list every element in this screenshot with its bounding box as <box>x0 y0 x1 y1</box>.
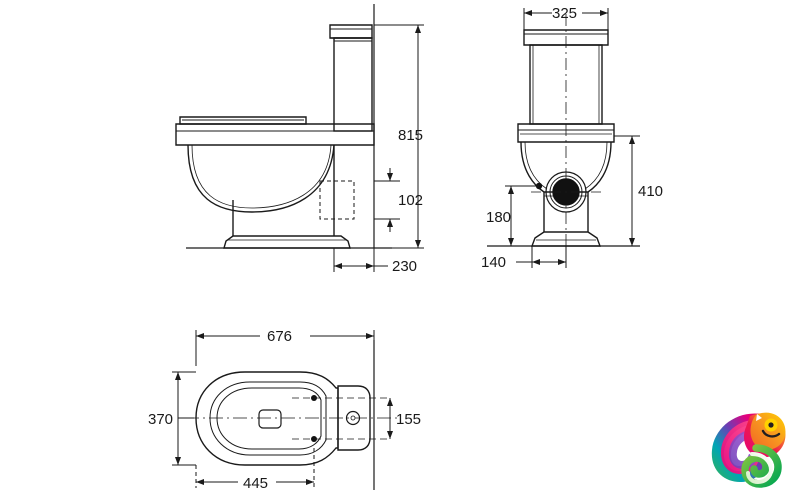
side-elevation-view <box>175 4 392 249</box>
seat-outer-ring <box>209 381 327 456</box>
front-elevation-view <box>487 14 640 252</box>
dim-label-102: 102 <box>398 192 423 209</box>
dim-label-325: 325 <box>552 5 577 22</box>
chameleon-logo <box>700 398 792 490</box>
bowl-body-front-inner-r <box>584 141 608 190</box>
fixing-hole-plan <box>345 410 361 426</box>
foot-plinth-front <box>530 231 602 247</box>
logo-spiral-green <box>741 444 782 488</box>
bowl-underside-curve <box>187 144 335 213</box>
outlet-collar-inner <box>549 175 583 209</box>
dim-label-370: 370 <box>148 411 173 428</box>
bowl-rim-front <box>517 123 615 143</box>
front-view-dimensions <box>505 8 640 268</box>
dim-label-140: 140 <box>481 254 506 271</box>
logo-spiral-light <box>746 452 774 485</box>
dim-label-445: 445 <box>243 475 268 492</box>
logo-crest-notch <box>756 414 762 421</box>
chameleon-logo-icon <box>711 412 786 488</box>
logo-eye-pupil <box>768 422 774 428</box>
cistern-outline-plan <box>337 385 371 451</box>
dim-label-155: 155 <box>396 411 421 428</box>
logo-head <box>750 412 786 450</box>
pan-outline <box>195 371 339 466</box>
flush-button-plan <box>258 409 282 429</box>
fixing-hole-centre <box>350 415 356 421</box>
plan-view-dimensions <box>172 330 393 488</box>
bowl-underside-inner <box>191 144 332 209</box>
dim-label-815: 815 <box>398 127 423 144</box>
bowl-body-front-inner-l <box>524 141 548 190</box>
foot-plinth-side <box>223 235 351 249</box>
dim-label-676: 676 <box>267 328 292 345</box>
seat-inner-ring <box>216 387 322 450</box>
dim-label-180: 180 <box>486 209 511 226</box>
plan-view <box>185 340 398 490</box>
bowl-rim-side <box>175 123 375 146</box>
cistern-lid-front <box>523 29 609 46</box>
seat-lid-side <box>179 116 307 125</box>
dim-label-230: 230 <box>392 258 417 275</box>
cistern-body-side <box>333 37 373 132</box>
hidden-outlet-side <box>319 180 355 220</box>
logo-mouth <box>761 429 781 438</box>
side-view-dimensions <box>333 24 424 272</box>
dim-label-410: 410 <box>638 183 663 200</box>
cistern-lid-side <box>329 24 373 39</box>
